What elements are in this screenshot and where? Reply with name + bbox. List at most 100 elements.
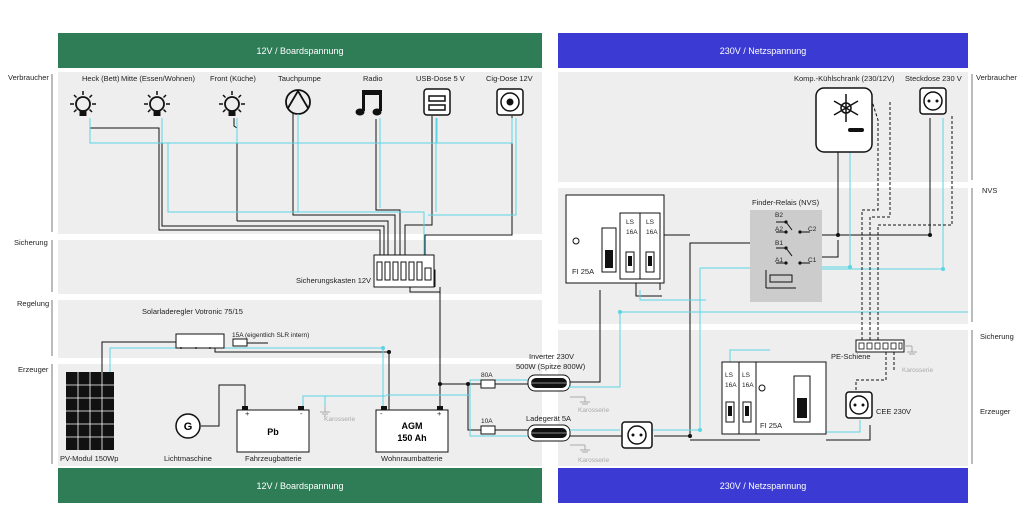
band-verbraucher-right	[558, 72, 968, 182]
label-chassis-vehicle: Karosserie	[324, 416, 355, 423]
house-battery	[375, 406, 449, 453]
pv-module	[66, 372, 114, 450]
label-pump: Tauchpumpe	[278, 74, 321, 83]
row-labels-right: Verbraucher NVS Sicherung Erzeuger	[971, 73, 1017, 464]
header-12v-top-label: 12V / Boardspannung	[256, 46, 343, 56]
label-slr-fuse: 15A (eigentlich SLR intern)	[232, 332, 309, 339]
row-labels-left: Verbraucher Sicherung Regelung Erzeuger	[8, 73, 53, 464]
junction-dots	[387, 233, 932, 438]
relay	[750, 210, 822, 302]
vehicle-battery-plus: +	[245, 409, 250, 418]
ground-icon	[570, 444, 590, 453]
fuse-15a	[232, 338, 248, 347]
socket-charger-icon	[621, 421, 653, 449]
band-sicherung-left	[58, 240, 542, 294]
row-label-erzeuger-left: Erzeuger	[18, 365, 49, 374]
fuse-80a	[480, 379, 496, 389]
label-house-battery: Wohnraumbatterie	[381, 454, 443, 463]
header-230v-top-label: 230V / Netzspannung	[720, 46, 807, 56]
alternator-symbol: G	[184, 421, 193, 433]
label-vehicle-battery: Fahrzeugbatterie	[245, 454, 302, 463]
label-usb: USB-Dose 5 V	[416, 74, 465, 83]
header-12v-top	[58, 33, 542, 68]
label-socket: Steckdose 230 V	[905, 74, 962, 83]
label-relay-c1: C1	[808, 257, 817, 264]
ground-icon	[320, 406, 330, 417]
distribution-box-top	[565, 194, 665, 284]
house-battery-line2: 150 Ah	[397, 433, 426, 443]
cee-inlet-icon	[845, 391, 873, 419]
row-label-erzeuger-right: Erzeuger	[980, 407, 1011, 416]
label-relay-c2: C2	[808, 226, 817, 233]
label-ls-bottom-2: LS	[742, 372, 751, 379]
vehicle-battery-minus: -	[300, 409, 303, 418]
label-relay-a1: A1	[775, 257, 783, 264]
header-12v-bottom-label: 12V / Boardspannung	[256, 481, 343, 491]
light-bulb-icon	[70, 91, 96, 116]
label-ls-top-1-rating: 16A	[626, 229, 638, 236]
label-fi-top: FI 25A	[572, 267, 594, 276]
label-light-heck: Heck (Bett)	[82, 74, 120, 83]
band-regelung-left	[58, 300, 542, 358]
light-bulb-icon	[219, 91, 245, 116]
label-ls-top-1: LS	[626, 219, 635, 226]
house-battery-line1: AGM	[402, 421, 423, 431]
music-note-icon	[355, 90, 382, 116]
socket-230v-icon	[919, 87, 947, 115]
label-chassis-pe: Karosserie	[902, 367, 933, 374]
band-verbraucher-left	[58, 72, 542, 234]
vehicle-battery-symbol: Pb	[267, 427, 279, 437]
label-pv: PV-Modul 150Wp	[60, 454, 118, 463]
inverter	[527, 374, 571, 392]
header-230v-bottom	[558, 468, 968, 503]
row-label-sicherung-left: Sicherung	[14, 238, 48, 247]
label-ls-top-2-rating: 16A	[646, 229, 658, 236]
row-label-verbraucher-left: Verbraucher	[8, 73, 49, 82]
row-label-regelung-left: Regelung	[17, 299, 49, 308]
label-pe-bar: PE-Schiene	[831, 352, 871, 361]
label-relay-b1: B1	[775, 240, 783, 247]
label-fuse-box: Sicherungskasten 12V	[296, 276, 371, 285]
wires-230v-pe	[855, 94, 953, 393]
label-alternator: Lichtmaschine	[164, 454, 212, 463]
label-relay-b2: B2	[775, 212, 783, 219]
row-label-sicherung-right: Sicherung	[980, 332, 1014, 341]
pe-bar	[855, 339, 905, 353]
label-cig: Cig-Dose 12V	[486, 74, 533, 83]
ground-icon	[904, 345, 917, 355]
label-solar-controller: Solarladeregler Votronic 75/15	[142, 307, 243, 316]
label-ls-bottom-2-rating: 16A	[742, 382, 754, 389]
label-ls-bottom-1: LS	[725, 372, 734, 379]
label-fridge: Komp.-Kühlschrank (230/12V)	[794, 74, 895, 83]
label-light-front: Front (Küche)	[210, 74, 256, 83]
alternator-icon	[175, 413, 201, 439]
label-relay-a2: A2	[775, 226, 783, 233]
house-battery-minus: -	[380, 409, 383, 418]
label-cee: CEE 230V	[876, 407, 911, 416]
solar-controller	[175, 333, 225, 349]
distribution-box-bottom	[721, 361, 827, 435]
cig-socket-icon	[496, 88, 524, 116]
label-relay: Finder-Relais (NVS)	[752, 198, 820, 207]
label-charger: Ladegerät 5A	[526, 414, 571, 423]
row-label-verbraucher-right: Verbraucher	[976, 73, 1017, 82]
vehicle-battery	[236, 406, 310, 453]
label-fi-bottom: FI 25A	[760, 421, 782, 430]
label-inverter-line2: 500W (Spitze 800W)	[516, 362, 586, 371]
light-bulb-icon	[144, 91, 170, 116]
usb-socket-icon	[423, 88, 451, 116]
fridge-icon	[815, 87, 873, 153]
label-light-mitte: Mitte (Essen/Wohnen)	[121, 74, 196, 83]
label-chassis-charger: Karosserie	[578, 457, 609, 464]
row-label-nvs-right: NVS	[982, 186, 997, 195]
header-230v-bottom-label: 230V / Netzspannung	[720, 481, 807, 491]
fuse-10a	[480, 425, 496, 435]
fuse-box	[373, 254, 435, 288]
charger	[527, 424, 571, 442]
label-fuse-80a: 80A	[481, 372, 493, 379]
house-battery-plus: +	[437, 409, 442, 418]
label-fuse-10a: 10A	[481, 418, 493, 425]
label-radio: Radio	[363, 74, 383, 83]
junction-dots-neutral	[381, 265, 945, 432]
